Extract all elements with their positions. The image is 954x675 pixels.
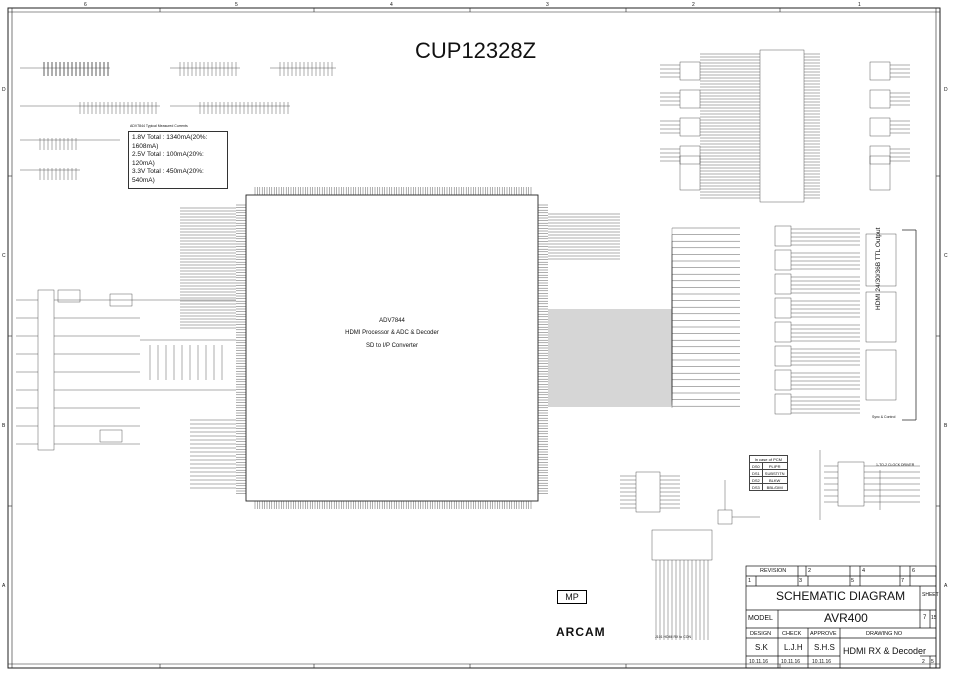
component — [865, 233, 897, 287]
component — [679, 155, 701, 191]
row-letter: D — [944, 87, 948, 93]
component — [651, 529, 713, 561]
model-label: MODEL — [748, 615, 773, 622]
design-label: DESIGN — [750, 631, 772, 637]
column-number: 5 — [235, 2, 238, 8]
page-a: 2 — [922, 659, 925, 665]
revision-cell: 1 — [748, 578, 752, 584]
component — [774, 225, 792, 247]
column-number: 6 — [84, 2, 87, 8]
pcm-cell: DS1 — [749, 469, 763, 477]
check-date: 10.11.16 — [781, 659, 801, 665]
sheet-number: 7 — [923, 615, 927, 621]
component — [679, 145, 701, 165]
revision-cell: 5 — [851, 578, 855, 584]
power-note-line: 1.8V Total : 1340mA(20%: 1608mA) — [132, 134, 208, 150]
sync-label: Sync & Control — [872, 415, 896, 419]
chip-desc: SD to I/P Converter — [366, 343, 418, 349]
column-number: 4 — [390, 2, 393, 8]
approve-date: 10.11.16 — [812, 659, 832, 665]
column-number: 2 — [692, 2, 695, 8]
component — [869, 89, 891, 109]
row-letter: C — [944, 253, 948, 259]
component — [774, 345, 792, 367]
pcm-cell: DS0 — [749, 462, 763, 470]
component — [99, 429, 123, 443]
pcm-cell: BBL/DIM — [761, 483, 788, 491]
component — [774, 273, 792, 295]
pcm-cell: PLIPR — [761, 462, 788, 470]
drawing-title-text: HDMI RX & Decoder — [843, 646, 927, 656]
sheet-label: SHEET — [922, 592, 939, 598]
doc-type: SCHEMATIC DIAGRAM — [776, 589, 906, 603]
power-note-line: 2.5V Total : 100mA(20%: 120mA) — [132, 151, 204, 167]
component — [774, 321, 792, 343]
row-letter: C — [2, 253, 6, 259]
clock-driver-label: 1-TO-2 CLOCK DRIVER — [876, 463, 915, 467]
drawing-title: CUP12328Z — [415, 38, 537, 63]
output-label: HDMI 24/30/36B TTL Output — [875, 227, 882, 310]
model-value: AVR400 — [824, 611, 868, 625]
component — [774, 393, 792, 415]
revision-cell: 3 — [799, 578, 803, 584]
pcm-cell: BLKW — [761, 476, 788, 484]
revision-cell: 6 — [912, 568, 916, 574]
component — [635, 471, 661, 513]
component — [774, 297, 792, 319]
power-notes-box: 1.8V Total : 1340mA(20%: 1608mA) 2.5V To… — [128, 131, 228, 189]
pcm-table-header: In case of PCM — [749, 455, 788, 463]
approve-label: APPROVE — [810, 631, 837, 637]
component — [869, 117, 891, 137]
arcam-logo: ARCAM — [556, 625, 606, 639]
adv7844-chip: ADV7844 HDMI Processor & ADC & Decoder S… — [246, 195, 538, 501]
component — [837, 461, 865, 507]
component — [37, 289, 55, 451]
revision-cell: 7 — [901, 578, 905, 584]
revision-label: REVISION — [760, 568, 787, 574]
column-number: 1 — [858, 2, 861, 8]
component — [865, 349, 897, 401]
design-date: 10.11.16 — [749, 659, 769, 665]
row-letter: B — [944, 423, 948, 429]
pcm-cell: DS3 — [749, 483, 763, 491]
component — [869, 155, 891, 191]
row-letter: B — [2, 423, 6, 429]
component — [759, 49, 805, 203]
component — [109, 293, 133, 307]
power-note-line: 3.3V Total : 450mA(20%: 540mA) — [132, 168, 204, 184]
component — [57, 289, 81, 303]
approver: S.H.S — [814, 643, 835, 652]
component — [869, 61, 891, 81]
designer: S.K — [755, 643, 768, 652]
component — [717, 509, 733, 525]
pcm-cell: SUBSTITN — [761, 469, 788, 477]
mp-stamp: MP — [557, 590, 587, 604]
connector-label: J101 HDMI RX to CON — [655, 635, 691, 639]
page-b: 5 — [931, 659, 934, 665]
checker: L.J.H — [784, 643, 803, 652]
check-label: CHECK — [782, 631, 802, 637]
row-letter: D — [2, 87, 6, 93]
sheet-total: 15 — [931, 615, 937, 621]
component — [679, 89, 701, 109]
component — [679, 117, 701, 137]
row-letter: A — [2, 583, 6, 589]
component — [679, 61, 701, 81]
component — [774, 249, 792, 271]
row-letter: A — [944, 583, 948, 589]
component — [774, 369, 792, 391]
drawing-no-label: DRAWING NO — [866, 631, 903, 637]
power-notes-header: ADV7844 Typical Measured Currents — [130, 124, 188, 128]
chip-name: ADV7844 — [379, 318, 405, 324]
component — [865, 291, 897, 343]
chip-desc: HDMI Processor & ADC & Decoder — [345, 330, 439, 336]
component — [869, 145, 891, 165]
revision-cell: 4 — [862, 568, 866, 574]
pcm-cell: DS2 — [749, 476, 763, 484]
column-number: 3 — [546, 2, 549, 8]
revision-cell: 2 — [808, 568, 812, 574]
